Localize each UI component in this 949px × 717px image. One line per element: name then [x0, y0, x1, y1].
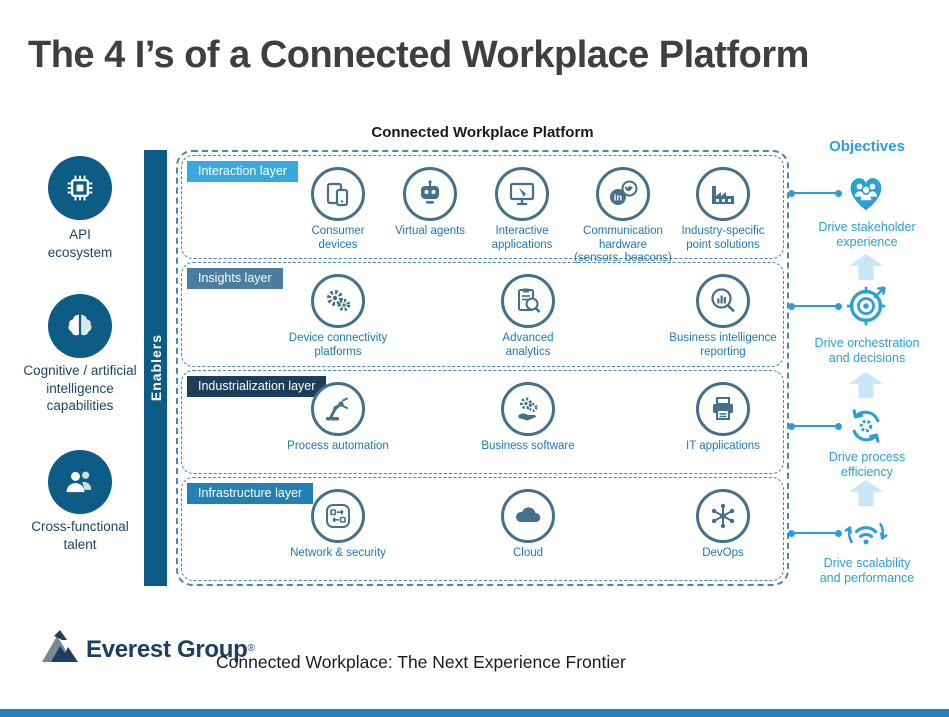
communication-hardware-icon: in [596, 167, 650, 221]
enablers-bar-label: Enablers [147, 334, 164, 402]
clipboard-magnifier-icon [501, 274, 555, 329]
layer-infrastructure: Infrastructure layer Network & security … [181, 476, 785, 581]
chart-magnifier-icon [696, 274, 750, 329]
brain-icon [48, 294, 112, 358]
item-interactive-applications: Interactive applications [473, 167, 571, 252]
up-arrow-icon [849, 254, 883, 280]
up-arrow-icon [849, 480, 883, 506]
up-arrow-icon [849, 372, 883, 398]
item-label: Interactive applications [491, 225, 553, 251]
item-label: IT applications [686, 439, 760, 452]
people-icon [48, 450, 112, 514]
stakeholder-heart-icon [843, 170, 889, 216]
objectives-header: Objectives [829, 138, 905, 155]
layer-tab-industrialization: Industrialization layer [187, 375, 327, 397]
objective-label-orchestration: Drive orchestration and decisions [814, 336, 920, 366]
item-label: DevOps [702, 546, 744, 559]
connector-line-stakeholder [788, 189, 842, 197]
connector-line-orchestration [788, 302, 842, 310]
item-virtual-agents: Virtual agents [381, 167, 479, 239]
item-label: Industry-specific point solutions [681, 225, 765, 251]
item-it-applications: IT applications [661, 381, 785, 454]
platform-header: Connected Workplace Platform [371, 124, 594, 141]
layer-interaction: Interaction layer Consumer devices Virtu… [181, 155, 784, 264]
node-network-icon [696, 488, 750, 543]
connector-line-scalability [788, 529, 842, 537]
page-title: The 4 I’s of a Connected Workplace Platf… [28, 34, 809, 76]
everest-group-logo: Everest Group ® [40, 628, 255, 664]
item-label: Communication hardware (sensors, beacons… [574, 225, 672, 265]
item-label: Business software [481, 439, 575, 452]
item-label: Virtual agents [394, 225, 466, 237]
interactive-applications-icon [495, 167, 549, 221]
target-icon [843, 283, 889, 329]
network-security-icon [311, 488, 365, 543]
consumer-devices-icon [311, 167, 365, 221]
cloud-icon [501, 488, 555, 543]
enabler-label-cross-functional-talent: Cross-functional talent [31, 519, 129, 552]
item-label: Device connectivity platforms [288, 332, 388, 358]
item-devops: DevOps [661, 488, 785, 561]
item-consumer-devices: Consumer devices [289, 167, 387, 252]
item-advanced-analytics: Advanced analytics [466, 274, 590, 359]
registered-mark: ® [247, 643, 255, 654]
mountain-icon [42, 630, 78, 662]
layer-tab-insights: Insights layer [187, 268, 283, 290]
item-business-software: Business software [466, 381, 590, 454]
layer-insights: Insights layer Device connectivity platf… [181, 262, 785, 367]
bottom-accent-bar [0, 709, 949, 717]
objective-label-stakeholder: Drive stakeholder experience [818, 220, 916, 250]
item-label: Consumer devices [311, 225, 365, 251]
hand-gears-icon [501, 381, 555, 436]
factory-icon [696, 167, 750, 221]
enablers-bar: Enablers [144, 150, 167, 586]
item-business-intelligence-reporting: Business intelligence reporting [661, 274, 785, 359]
item-label: Advanced analytics [502, 332, 554, 358]
item-label: Network & security [290, 546, 386, 559]
brand-name: Everest Group [86, 636, 248, 663]
gears-icon [311, 274, 365, 329]
item-label: Business intelligence reporting [669, 332, 777, 358]
robot-arm-icon [311, 381, 365, 436]
item-process-automation: Process automation [276, 381, 400, 454]
wifi-scalability-icon [843, 510, 889, 556]
footer-caption: Connected Workplace: The Next Experience… [216, 652, 626, 672]
item-label: Cloud [512, 546, 544, 559]
svg-text:in: in [614, 193, 623, 204]
chip-icon [48, 156, 112, 220]
item-cloud: Cloud [466, 488, 590, 561]
item-industry-specific-point-solutions: Industry-specific point solutions [674, 167, 772, 252]
item-communication-hardware: in Communication hardware (sensors, beac… [574, 167, 672, 266]
layer-tab-infrastructure: Infrastructure layer [187, 482, 314, 504]
platform-container: Interaction layer Consumer devices Virtu… [176, 150, 789, 586]
virtual-agents-icon [403, 167, 457, 221]
item-device-connectivity-platforms: Device connectivity platforms [276, 274, 400, 359]
objective-label-process: Drive process efficiency [828, 450, 906, 480]
enabler-label-api-ecosystem: API ecosystem [47, 227, 113, 260]
item-network-security: Network & security [276, 488, 400, 561]
printer-icon [696, 381, 750, 436]
item-label: Process automation [287, 439, 389, 452]
enabler-label-cognitive-ai: Cognitive / artificial intelligence capa… [23, 363, 137, 414]
cycle-arrows-icon [843, 403, 889, 449]
layer-tab-interaction: Interaction layer [187, 161, 298, 182]
connector-line-process [788, 422, 842, 430]
layer-industrialization: Industrialization layer Process automati… [181, 369, 785, 474]
objective-label-scalability: Drive scalability and performance [819, 556, 915, 586]
